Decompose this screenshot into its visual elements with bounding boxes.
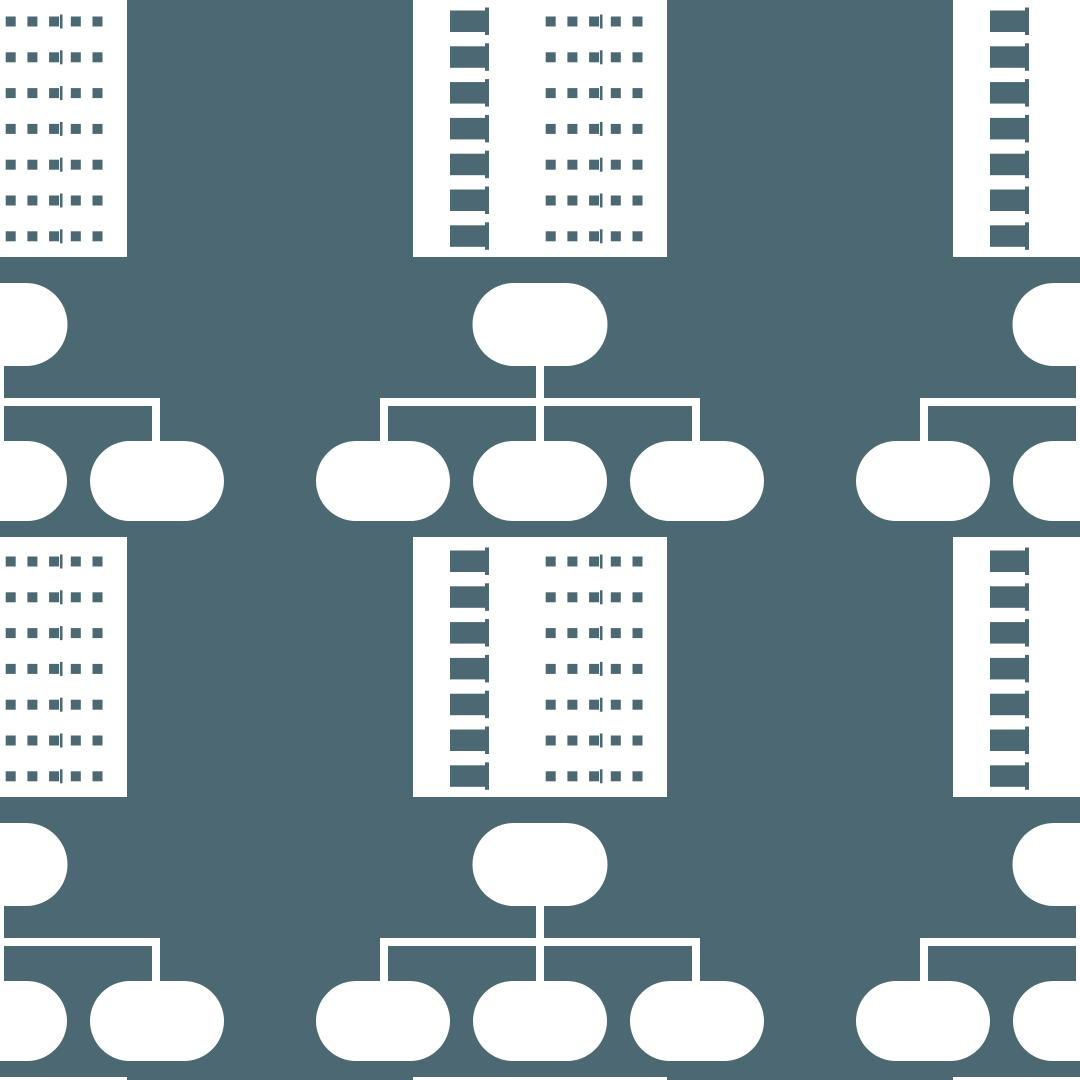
document-grid-icon — [413, 537, 667, 797]
document-grid-icon — [953, 537, 1080, 797]
document-grid-icon — [0, 537, 127, 797]
document-grid-icon — [413, 0, 667, 257]
document-grid-icon — [0, 0, 127, 257]
org-chart-icon — [856, 283, 1080, 521]
org-chart-icon — [0, 823, 224, 1061]
org-chart-icon — [316, 823, 764, 1061]
org-chart-icon — [0, 283, 224, 521]
org-chart-icon — [316, 283, 764, 521]
document-grid-icon — [953, 0, 1080, 257]
org-chart-icon — [856, 823, 1080, 1061]
